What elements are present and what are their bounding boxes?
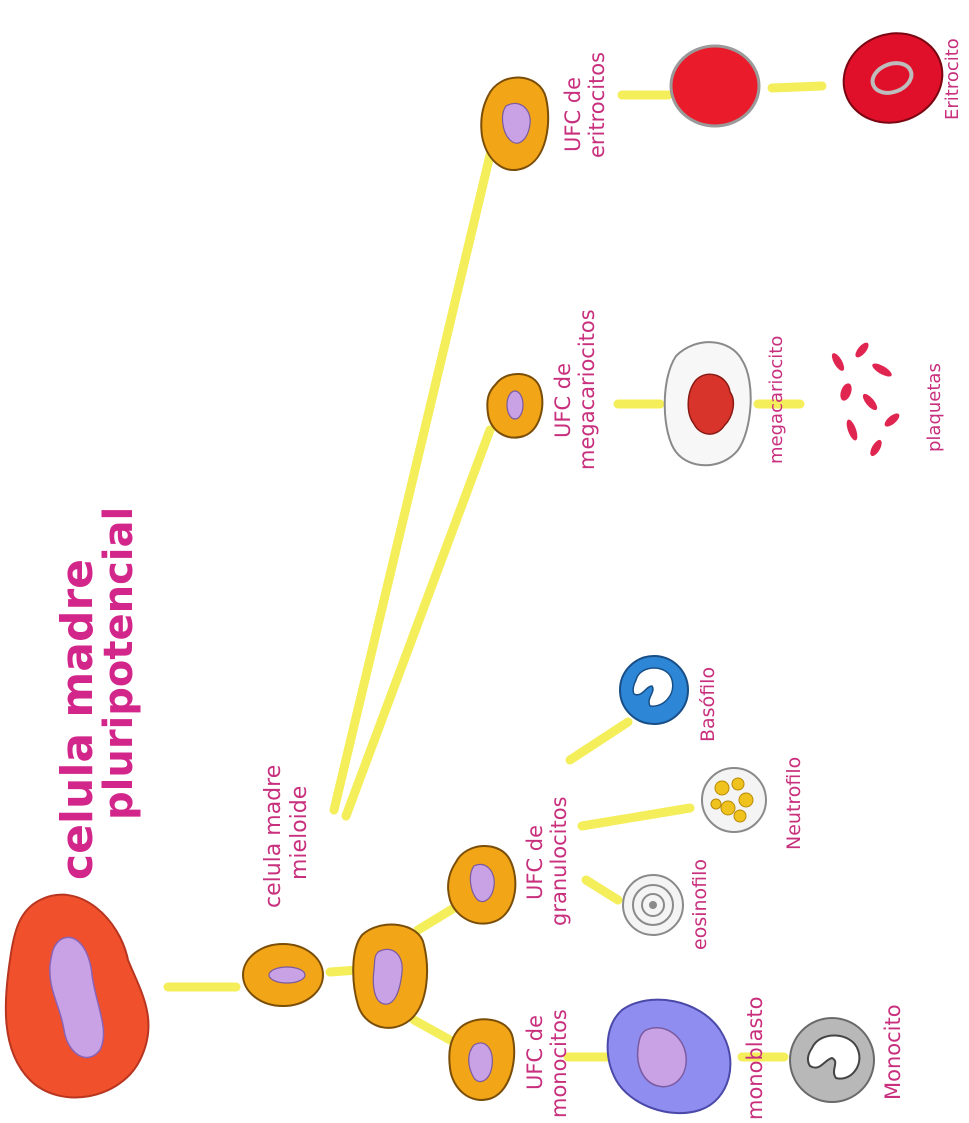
erythrocyte-cell	[831, 20, 955, 137]
erythrocyte-body	[831, 20, 955, 137]
connector-to-cfu-granulocytes	[418, 908, 454, 930]
common-progenitor-cell	[353, 925, 427, 1028]
connector-to-cfu-monocytes	[414, 1020, 450, 1040]
cfu-monocytes-nucleus	[469, 1043, 493, 1082]
eosinophil-label: eosinofilo	[689, 859, 711, 950]
monocyte-body	[790, 1018, 874, 1102]
platelet	[838, 382, 854, 402]
neutrophil-granule	[711, 799, 721, 809]
monoblast-cell	[608, 1000, 731, 1114]
myeloid-label-line1: celula madre	[261, 765, 286, 908]
monocyte-cell	[790, 1018, 874, 1102]
neutrophil-granule	[732, 778, 744, 790]
neutrophil-granule	[715, 781, 729, 795]
eosinophil-cell	[623, 875, 683, 935]
platelet	[853, 341, 871, 360]
cfu-granulocytes-label-line2: granulocitos	[547, 796, 571, 926]
cfu-erythrocytes-cell	[481, 77, 548, 169]
megakaryocyte-cell	[665, 342, 751, 465]
platelet	[883, 411, 902, 429]
neutrophil-body	[702, 768, 766, 832]
connector-to-cfu-megakaryocytes	[346, 430, 490, 816]
proerythrocyte-body	[671, 46, 759, 126]
cfu-granulocytes-label-line1: UFC de	[523, 825, 547, 900]
platelet	[861, 392, 880, 412]
platelet	[830, 351, 847, 372]
platelet	[868, 438, 884, 458]
platelet	[844, 418, 859, 441]
proerythrocyte-cell	[671, 46, 759, 126]
eosinophil-core	[649, 901, 657, 909]
cfu-erythrocytes-label-line1: UFC de	[561, 77, 585, 152]
platelet	[870, 361, 893, 379]
cfu-megakaryocytes-nucleus	[507, 391, 523, 419]
cfu-megakaryocytes-cell	[487, 374, 542, 438]
neutrophil-granule	[739, 793, 753, 807]
myeloid-cell-nucleus	[269, 967, 305, 983]
cfu-erythrocytes-label-line2: eritrocitos	[585, 52, 609, 158]
labels: celula madre pluripotencial celula madre…	[52, 38, 963, 1120]
connector-gran-to-neutrophil	[582, 808, 690, 826]
myeloid-label-line2: mieloide	[287, 786, 312, 880]
platelets	[830, 341, 902, 458]
basophil-cell	[620, 656, 688, 724]
title-line2: pluripotencial	[96, 507, 142, 820]
pluripotent-stem-cell	[6, 895, 149, 1098]
monoblast-label: monoblasto	[743, 996, 767, 1120]
basophil-label: Basófilo	[697, 667, 719, 742]
cfu-megakaryocytes-label-line1: UFC de	[551, 363, 575, 438]
connector-proerythrocyte-to-erythrocyte	[772, 86, 822, 88]
connector-gran-to-eosinophil	[586, 880, 618, 900]
neutrophil-label: Neutrofilo	[783, 757, 805, 850]
megakaryocyte-label: megacariocito	[766, 336, 787, 464]
neutrophil-granule	[734, 810, 746, 822]
cfu-megakaryocytes-label-line2: megacariocitos	[575, 309, 599, 470]
cfu-granulocytes-cell	[448, 846, 515, 924]
platelets-label: plaquetas	[924, 363, 945, 452]
neutrophil-granule	[721, 801, 735, 815]
myeloid-stem-cell	[243, 944, 323, 1006]
cfu-monocytes-label-line1: UFC de	[523, 1015, 547, 1090]
cfu-monocytes-label-line2: monocitos	[547, 1009, 571, 1118]
monocyte-label: Monocito	[881, 1004, 905, 1100]
connector-gran-to-basophil	[570, 722, 628, 760]
cfu-monocytes-cell	[449, 1019, 514, 1100]
erythrocyte-label: Eritrocito	[942, 38, 963, 120]
neutrophil-cell	[702, 768, 766, 832]
